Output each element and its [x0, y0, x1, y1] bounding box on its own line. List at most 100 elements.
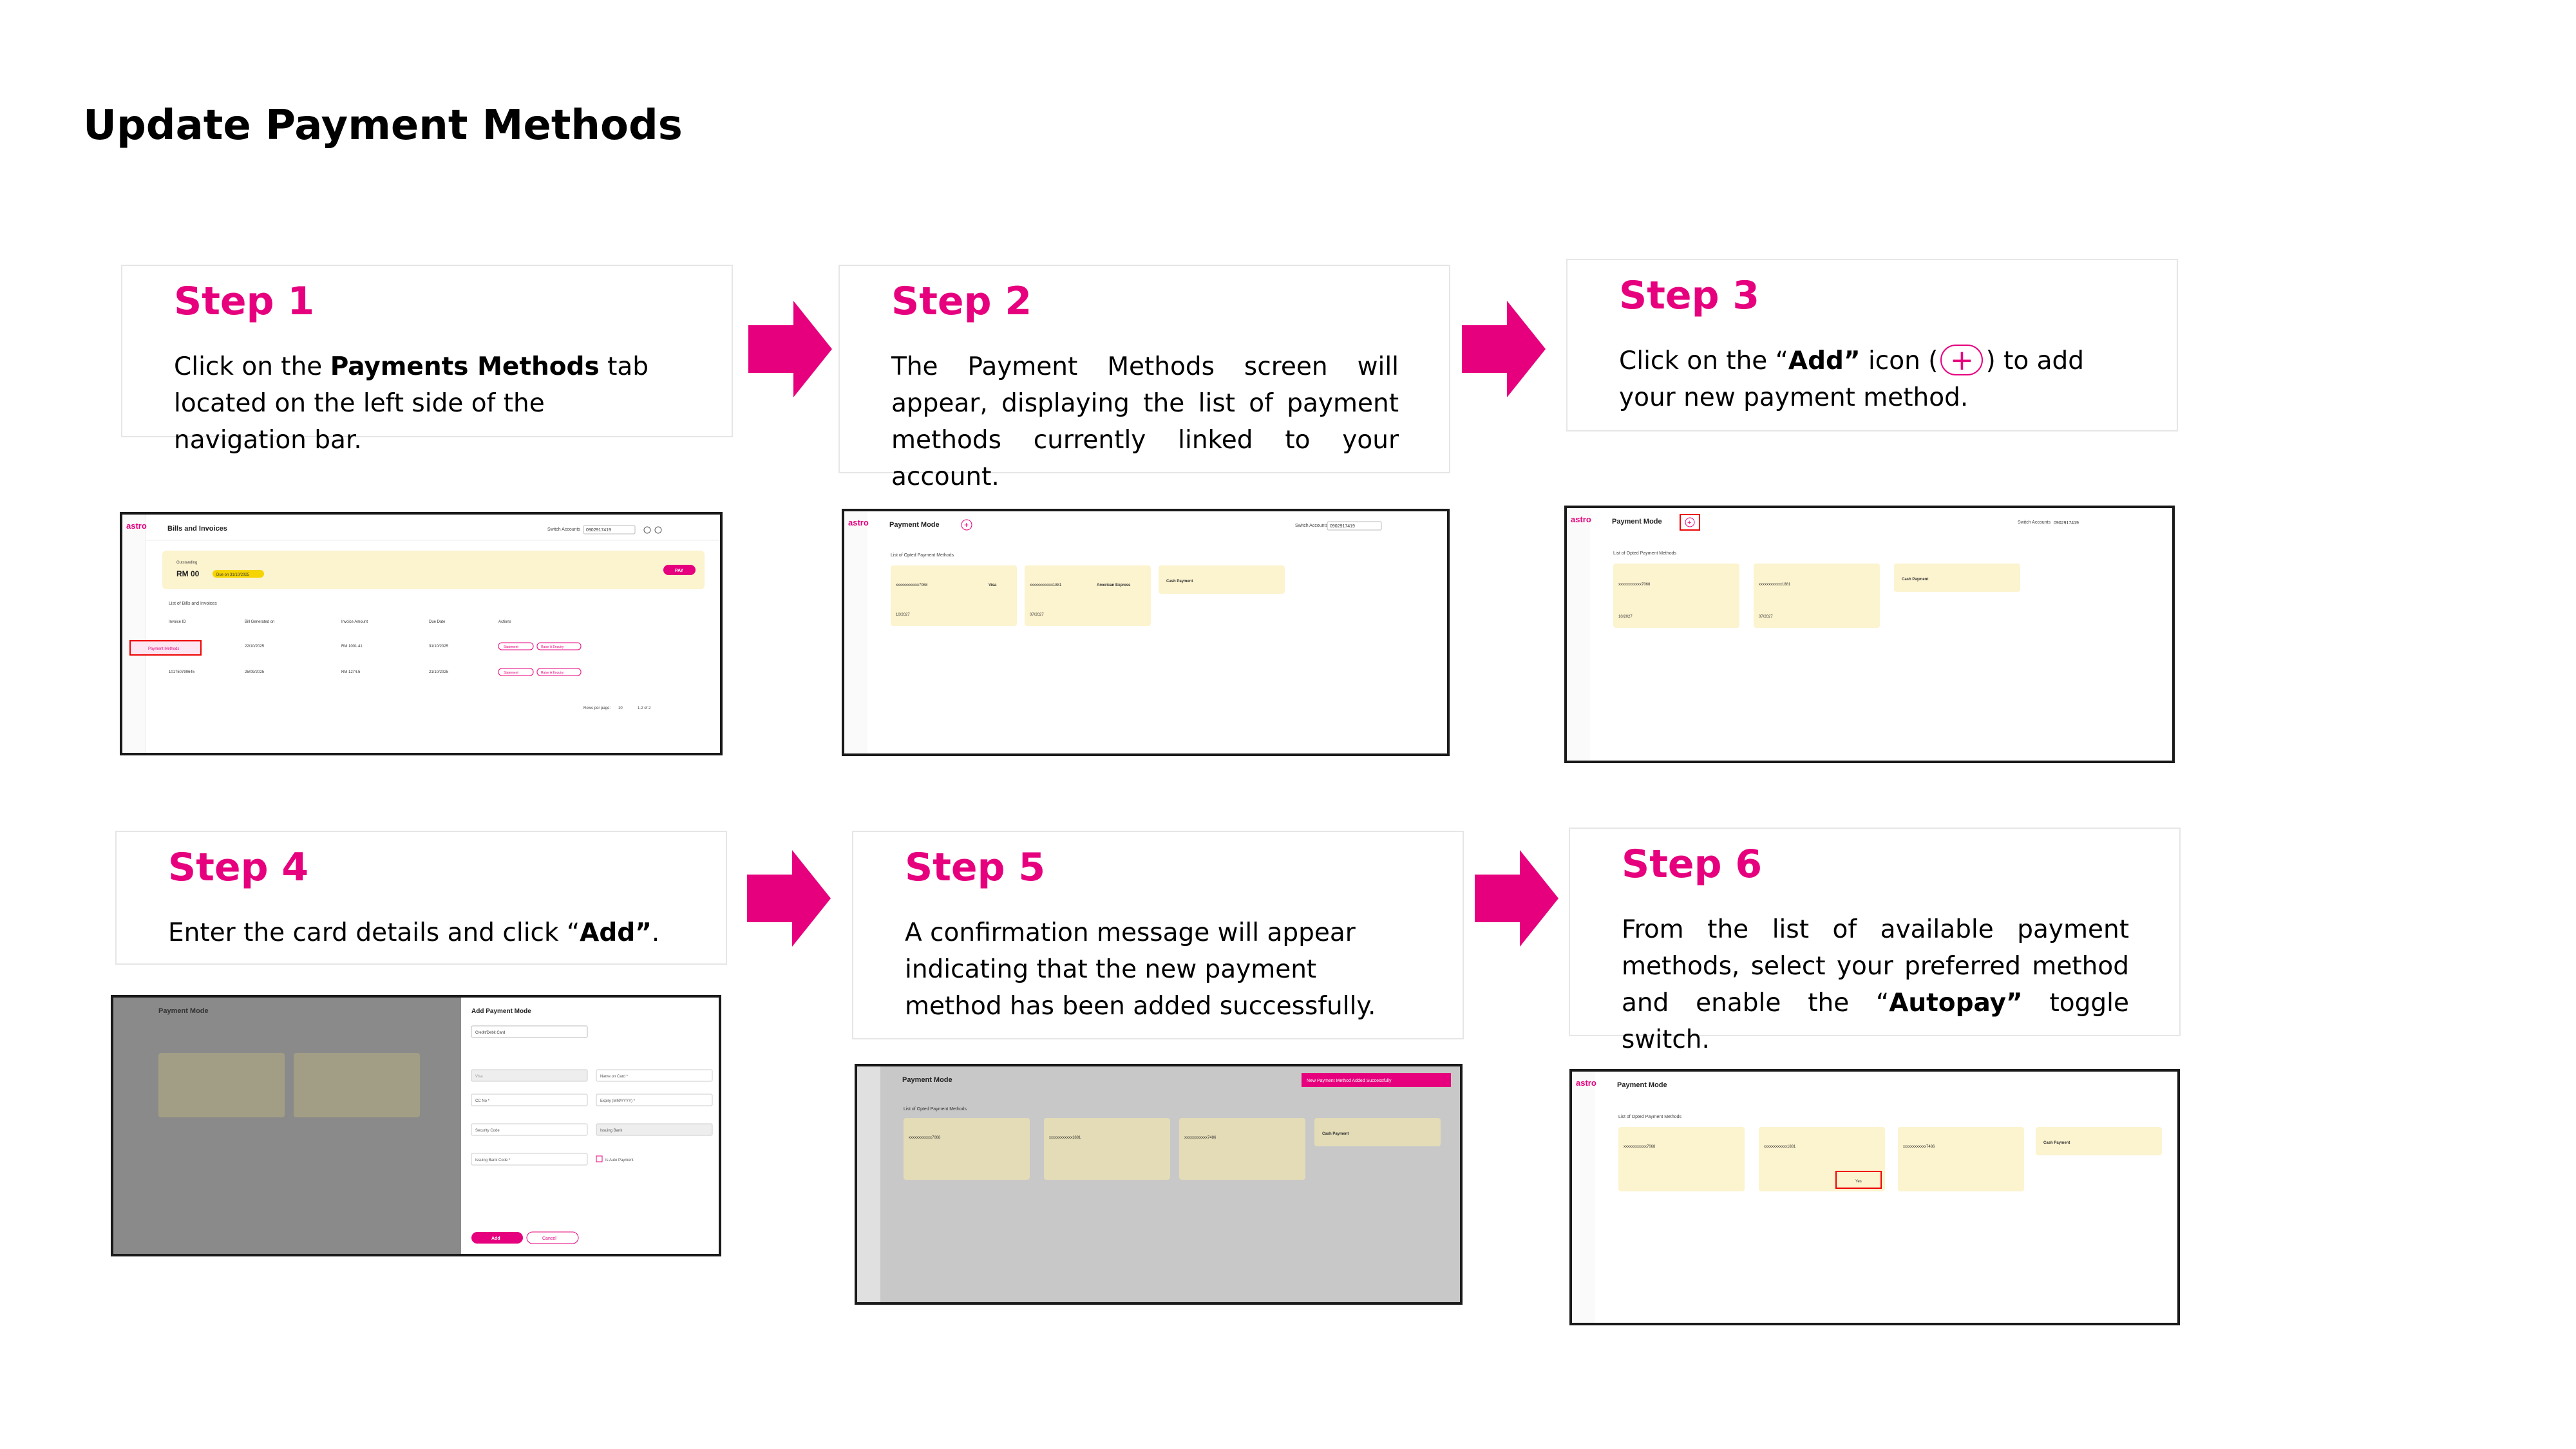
step-6-description: From the list of available payment metho…: [1622, 915, 2130, 1054]
bills-title: Bills and Invoices: [167, 525, 227, 533]
svg-text:xxxxxxxxxxxx7486: xxxxxxxxxxxx7486: [1903, 1145, 1935, 1149]
svg-text:Security Code: Security Code: [475, 1129, 500, 1133]
nav-payment-methods: Payment Methods: [148, 647, 179, 651]
success-message: New Payment Method Added Successfully: [1307, 1079, 1392, 1083]
svg-text:Bill Generated on: Bill Generated on: [245, 620, 274, 624]
svg-text:0902917419: 0902917419: [2054, 521, 2079, 526]
step-6-box: Step 6 From the list of available paymen…: [1569, 828, 2181, 1054]
step-2-label: Step 2: [891, 279, 1032, 324]
add-payment-mode-title: Add Payment Mode: [471, 1008, 531, 1015]
svg-text:xxxxxxxxxxxx7068: xxxxxxxxxxxx7068: [1618, 583, 1651, 587]
svg-text:Cash Payment: Cash Payment: [1902, 578, 1928, 582]
svg-text:Issuing Bank: Issuing Bank: [600, 1129, 623, 1133]
add-plus-icon: [1940, 342, 1984, 379]
step-3-description: Click on the “Add” icon () to add your n…: [1619, 342, 2126, 416]
pay-button: PAY: [675, 569, 684, 573]
svg-text:CC No *: CC No *: [475, 1099, 490, 1103]
svg-text:Visa: Visa: [475, 1075, 483, 1079]
step-4-box: Step 4 Enter the card details and click …: [115, 831, 727, 965]
svg-text:astro: astro: [848, 518, 869, 527]
svg-text:Actions: Actions: [498, 620, 511, 624]
svg-text:Credit/Debit Card: Credit/Debit Card: [475, 1031, 505, 1035]
screenshot-step-4: Payment Mode Add Payment Mode Credit/Deb…: [111, 995, 721, 1256]
cancel-button: Cancel: [542, 1236, 556, 1241]
svg-text:Visa: Visa: [989, 583, 997, 587]
svg-text:Outstanding: Outstanding: [176, 561, 197, 565]
svg-text:Expiry (MM/YYYY) *: Expiry (MM/YYYY) *: [600, 1099, 636, 1103]
svg-text:American Express: American Express: [1097, 583, 1131, 587]
svg-text:List of Opted Payment Methods: List of Opted Payment Methods: [1618, 1115, 1682, 1119]
step-5-box: Step 5 A confirmation message will appea…: [852, 831, 1464, 1039]
svg-text:Invoice Amount: Invoice Amount: [341, 620, 368, 624]
svg-text:Raise A Enquiry: Raise A Enquiry: [541, 671, 564, 675]
svg-text:1-2 of 2: 1-2 of 2: [638, 706, 651, 710]
svg-text:101750799645: 101750799645: [169, 670, 195, 674]
add-button: Add: [491, 1236, 500, 1241]
arrow-right-icon: [1462, 301, 1546, 397]
step-5-description: A confirmation message will appear indic…: [905, 918, 1376, 1021]
svg-text:10: 10: [618, 706, 623, 710]
svg-text:List of Opted Payment Methods: List of Opted Payment Methods: [904, 1107, 967, 1112]
account-select: 0902917419: [586, 528, 611, 533]
step-4-label: Step 4: [168, 845, 309, 890]
svg-text:Cash Payment: Cash Payment: [1166, 580, 1193, 583]
screenshot-step-3: astro Payment Mode + Switch Accounts 090…: [1564, 506, 2175, 763]
step-1-box: Step 1 Click on the Payments Methods tab…: [121, 265, 733, 455]
svg-text:31/10/2025: 31/10/2025: [429, 645, 449, 649]
svg-text:Payment Mode: Payment Mode: [1617, 1081, 1667, 1089]
svg-text:xxxxxxxxxxxx7068: xxxxxxxxxxxx7068: [896, 583, 928, 587]
screenshot-step-5: Payment Mode New Payment Method Added Su…: [855, 1064, 1463, 1305]
brand-logo: astro: [126, 521, 147, 531]
svg-text:Is Auto Payment: Is Auto Payment: [605, 1159, 634, 1162]
screenshot-step-6: astro Payment Mode List of Opted Payment…: [1569, 1069, 2180, 1325]
svg-text:RM 1274.5: RM 1274.5: [341, 670, 361, 674]
svg-text:Invoice ID: Invoice ID: [169, 620, 186, 624]
payment-mode-title: Payment Mode: [889, 521, 940, 529]
screenshot-step-2: astro Payment Mode + Switch Accounts 090…: [842, 509, 1450, 756]
svg-text:xxxxxxxxxxxx1881: xxxxxxxxxxxx1881: [1049, 1136, 1081, 1140]
svg-text:0902917419: 0902917419: [1330, 524, 1355, 529]
svg-text:xxxxxxxxxxxx1881: xxxxxxxxxxxx1881: [1030, 583, 1062, 587]
svg-text:xxxxxxxxxxxx7486: xxxxxxxxxxxx7486: [1184, 1136, 1217, 1140]
svg-text:astro: astro: [1576, 1078, 1596, 1088]
step-4-description: Enter the card details and click “Add”.: [168, 918, 660, 947]
svg-text:List of Opted Payment Methods: List of Opted Payment Methods: [1613, 551, 1677, 556]
step-3-label: Step 3: [1619, 273, 1760, 318]
page-title: Update Payment Methods: [83, 102, 683, 149]
step-1-description: Click on the Payments Methods tab locate…: [174, 352, 649, 455]
screenshot-step-1: astro Bills and Invoices Switch Accounts…: [120, 512, 723, 755]
svg-text:List of Bills and Invoices: List of Bills and Invoices: [169, 601, 217, 606]
svg-text:Switch Accounts: Switch Accounts: [1295, 524, 1328, 528]
svg-text:Switch Accounts: Switch Accounts: [2018, 520, 2050, 525]
svg-text:RM 1001.41: RM 1001.41: [341, 645, 363, 649]
step-3-box: Step 3 Click on the “Add” icon () to add…: [1566, 259, 2178, 431]
svg-text:Raise A Enquiry: Raise A Enquiry: [541, 645, 564, 649]
arrow-right-icon: [1475, 850, 1558, 947]
svg-text:Payment Mode: Payment Mode: [902, 1076, 952, 1084]
svg-text:Statement: Statement: [504, 671, 518, 675]
svg-text:Name on Card *: Name on Card *: [600, 1075, 629, 1079]
svg-text:+: +: [964, 520, 969, 529]
svg-text:21/10/2025: 21/10/2025: [429, 670, 449, 674]
svg-text:10/2027: 10/2027: [896, 613, 910, 617]
svg-text:xxxxxxxxxxxx7068: xxxxxxxxxxxx7068: [909, 1136, 941, 1140]
step-5-label: Step 5: [905, 845, 1046, 890]
svg-text:Due Date: Due Date: [429, 620, 446, 624]
add-icon-highlighted: +: [1687, 519, 1691, 527]
outstanding-amount: RM 00: [176, 569, 200, 578]
svg-text:xxxxxxxxxxxx1881: xxxxxxxxxxxx1881: [1759, 583, 1791, 587]
svg-text:Due on 31/10/2025: Due on 31/10/2025: [216, 573, 250, 577]
arrow-right-icon: [747, 850, 831, 947]
step-2-description: The Payment Methods screen will appear, …: [891, 352, 1399, 491]
autopay-toggle: Yes: [1855, 1180, 1862, 1184]
svg-text:Cash Payment: Cash Payment: [2043, 1141, 2070, 1145]
svg-text:Statement: Statement: [504, 645, 518, 649]
svg-text:List of Opted Payment Methods: List of Opted Payment Methods: [891, 553, 954, 558]
svg-text:Issuing Bank Code *: Issuing Bank Code *: [475, 1159, 511, 1162]
svg-text:Payment Mode: Payment Mode: [158, 1007, 209, 1015]
svg-text:22/10/2025: 22/10/2025: [245, 645, 265, 649]
step-6-label: Step 6: [1622, 842, 1763, 887]
svg-text:xxxxxxxxxxxx7068: xxxxxxxxxxxx7068: [1624, 1145, 1656, 1149]
step-2-box: Step 2 The Payment Methods screen will a…: [838, 265, 1450, 491]
